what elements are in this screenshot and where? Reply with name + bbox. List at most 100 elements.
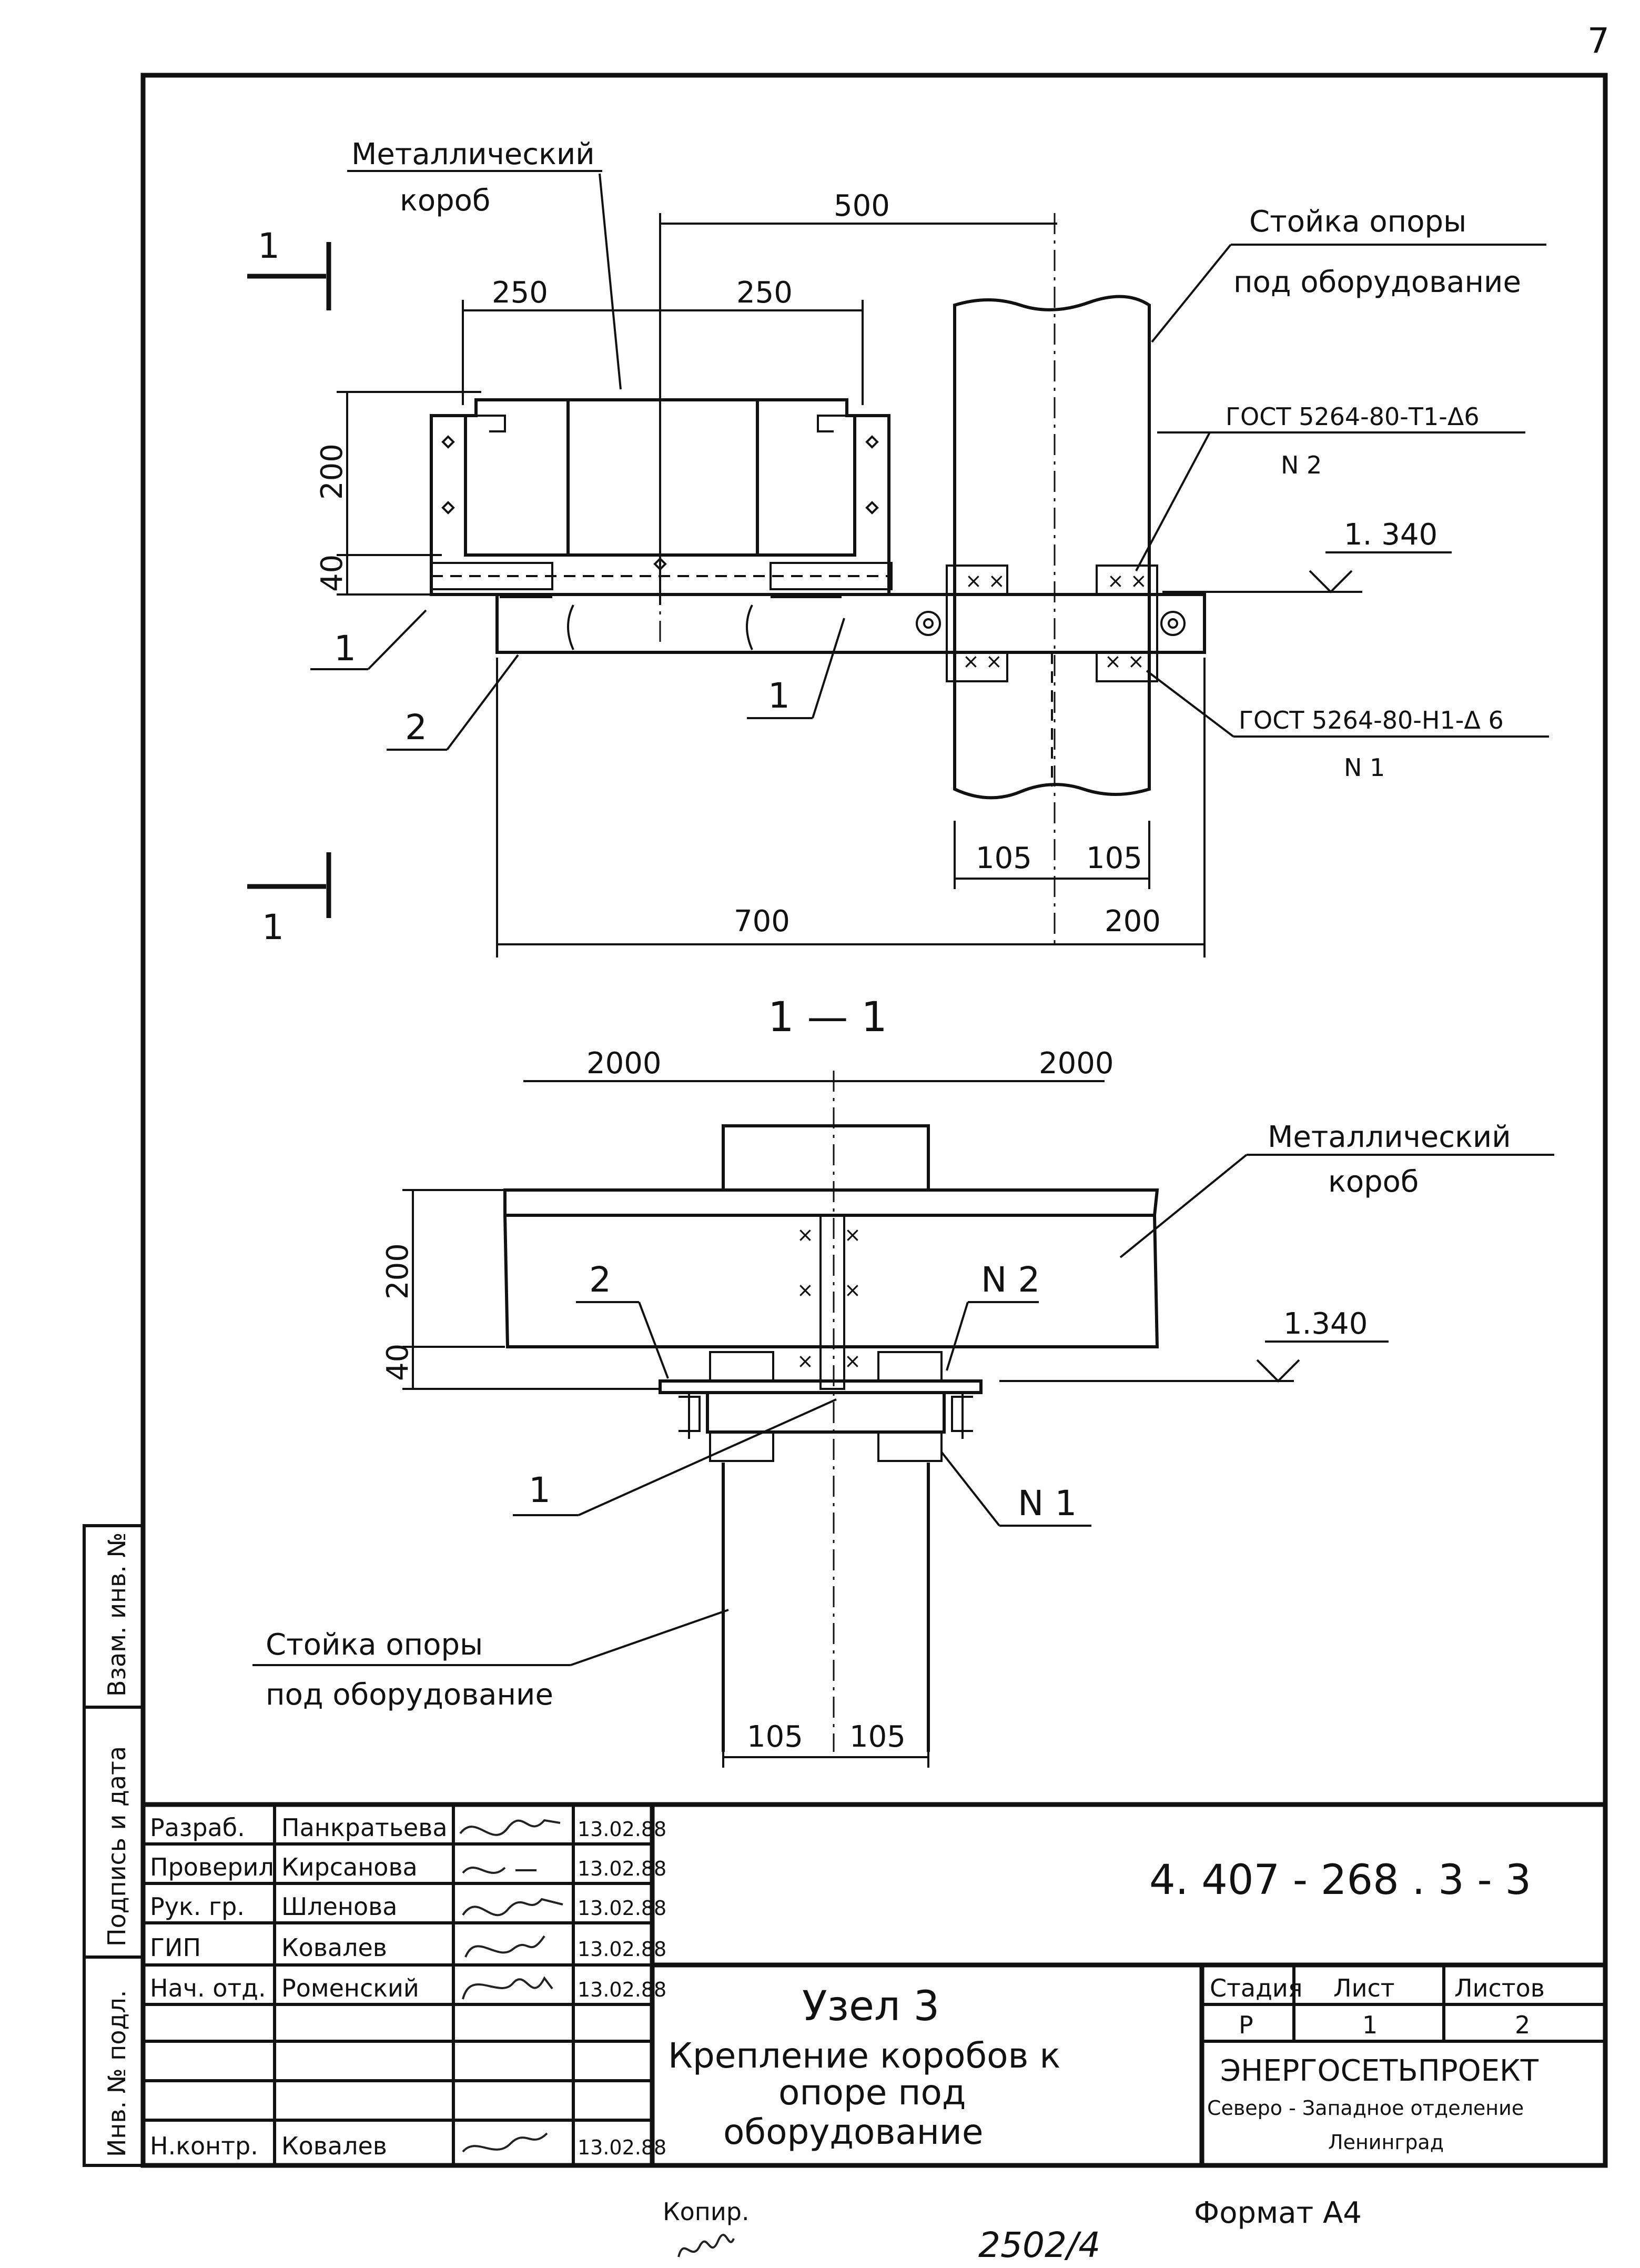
tb-row1-date: 13.02.88 (578, 1857, 666, 1880)
plan-dim-500: 500 (834, 189, 890, 223)
tb-row1-role: Проверил (150, 1853, 274, 1881)
tb-row7-date: 13.02.88 (578, 2136, 666, 2159)
tb-row4-date: 13.02.88 (578, 1978, 666, 2001)
section-view: 1 — 1 2000 2000 × × × × × × 200 40 (252, 994, 1554, 1768)
svg-text:×: × (844, 1278, 861, 1302)
svg-text:×: × (797, 1349, 814, 1373)
tb-row3-role: ГИП (150, 1933, 201, 1962)
signature-3 (462, 1898, 563, 1917)
org-line-2: Северо - Западное отделение (1207, 2096, 1524, 2120)
plan-post-label-1: Стойка опоры (1249, 205, 1466, 239)
tb-row3-name: Ковалев (281, 1933, 387, 1962)
signature-2 (462, 1867, 536, 1874)
plan-beam (495, 593, 1206, 654)
plan-dim-700: 700 (734, 904, 790, 939)
plan-pos1-left: 1 (334, 628, 356, 669)
section-dim-105-right: 105 (849, 1720, 906, 1754)
tb-row7-role: Н.контр. (150, 2132, 258, 2160)
section-weld-n1: N 1 (1018, 1483, 1077, 1524)
title-line-4: оборудование (723, 2112, 983, 2152)
signature-1 (459, 1819, 561, 1836)
plan-dim-200: 200 (315, 443, 349, 500)
signature-5 (462, 1976, 553, 2000)
plan-section-mark: 1 (258, 226, 280, 266)
title-line-1: Узел 3 (802, 1983, 939, 2030)
section-dim-40: 40 (381, 1344, 415, 1381)
tb-row0-date: 13.02.88 (578, 1818, 666, 1841)
plan-level: 1. 340 (1344, 518, 1437, 552)
tb-row7-name: Ковалев (281, 2132, 387, 2160)
footer-format: Формат А4 (1194, 2196, 1362, 2230)
svg-text:× ×: × × (1107, 569, 1147, 592)
tb-row2-date: 13.02.88 (578, 1897, 666, 1920)
plan-post-label-2: под оборудование (1233, 265, 1521, 299)
section-dim-2000-left: 2000 (586, 1046, 662, 1081)
section-level: 1.340 (1283, 1307, 1368, 1341)
plan-dim-200-bottom: 200 (1105, 904, 1161, 939)
svg-text:×: × (844, 1349, 861, 1373)
plan-dim-40: 40 (315, 555, 349, 592)
svg-text:× ×: × × (963, 650, 1003, 673)
tb-row4-name: Роменский (281, 1974, 419, 2002)
plan-dim-250-right: 250 (736, 276, 793, 310)
title-block: Разраб. Панкратьева 13.02.88 Проверил Ки… (143, 1802, 1605, 2165)
section-box-label-2: короб (1328, 1165, 1419, 1199)
section-pos2: 2 (589, 1259, 611, 1300)
stage-header: Стадия (1210, 1974, 1302, 2002)
tb-row0-role: Разраб. (150, 1813, 245, 1842)
tb-row0-name: Панкратьева (281, 1813, 448, 1842)
section-post-label-1: Стойка опоры (266, 1628, 483, 1662)
plan-dim-105-left: 105 (976, 841, 1032, 875)
doc-code: 4. 407 - 268 . 3 - 3 (1149, 1857, 1531, 1904)
plan-section-mark-bottom: 1 (262, 907, 284, 947)
plan-post (953, 295, 1151, 800)
svg-text:× ×: × × (965, 569, 1005, 592)
sheet-value: 1 (1362, 2011, 1378, 2039)
plan-weld-h1: ГОСТ 5264-80-Н1-Δ 6 (1239, 706, 1504, 734)
title-line-3: опоре под (778, 2072, 966, 2113)
side-stamp-field-2: Подпись и дата (103, 1746, 131, 1947)
plan-box-label-1: Металлический (351, 137, 595, 172)
section-box-label-1: Металлический (1268, 1120, 1511, 1154)
side-stamp-field-1: Взам. инв. № (103, 1533, 131, 1697)
section-weld-n2: N 2 (981, 1259, 1040, 1300)
sheets-header: Листов (1454, 1974, 1545, 2002)
section-dim-200: 200 (381, 1243, 415, 1299)
tb-row2-name: Шленова (281, 1892, 397, 1921)
plan-weld-h1-no: N 1 (1344, 753, 1385, 782)
footer-copied: Копир. (663, 2198, 750, 2226)
section-dim-105-left: 105 (747, 1720, 803, 1754)
footer-number: 2502/4 (978, 2225, 1100, 2265)
copier-signature (677, 2233, 735, 2257)
sheets-value: 2 (1515, 2011, 1530, 2039)
plan-pos1-mid: 1 (768, 676, 790, 716)
sheet-header: Лист (1333, 1974, 1395, 2002)
stage-value: Р (1239, 2011, 1253, 2039)
section-post-label-2: под оборудование (266, 1678, 553, 1712)
drawing-frame (140, 73, 1608, 2168)
signature-4 (464, 1935, 545, 1958)
svg-text:×: × (797, 1278, 814, 1302)
tb-row1-name: Кирсанова (281, 1853, 418, 1881)
page-number: 7 (1587, 21, 1609, 61)
plan-dim-250-left: 250 (492, 276, 548, 310)
org-line-3: Ленинград (1328, 2131, 1444, 2154)
side-stamp: Взам. инв. № Подпись и дата Инв. № подл. (83, 1524, 145, 2167)
svg-text:× ×: × × (1105, 650, 1145, 673)
svg-text:×: × (797, 1223, 814, 1246)
plan-box-label-2: короб (400, 184, 490, 218)
section-pos1: 1 (529, 1470, 551, 1510)
tb-row4-role: Нач. отд. (150, 1974, 266, 2002)
plan-dim-105-right: 105 (1086, 841, 1142, 875)
title-line-2: Крепление коробов к (668, 2035, 1060, 2076)
section-dim-2000-right: 2000 (1039, 1046, 1114, 1081)
plan-pos2: 2 (405, 707, 427, 748)
plan-weld-t1: ГОСТ 5264-80-Т1-Δ6 (1226, 402, 1480, 431)
org-line-1: ЭНЕРГОСЕТЬПРОЕКТ (1220, 2054, 1539, 2088)
svg-text:×: × (844, 1223, 861, 1246)
tb-row2-role: Рук. гр. (150, 1892, 245, 1921)
tb-row3-date: 13.02.88 (578, 1938, 666, 1961)
side-stamp-field-3: Инв. № подл. (103, 1990, 131, 2157)
plan-weld-t1-no: N 2 (1281, 451, 1322, 479)
